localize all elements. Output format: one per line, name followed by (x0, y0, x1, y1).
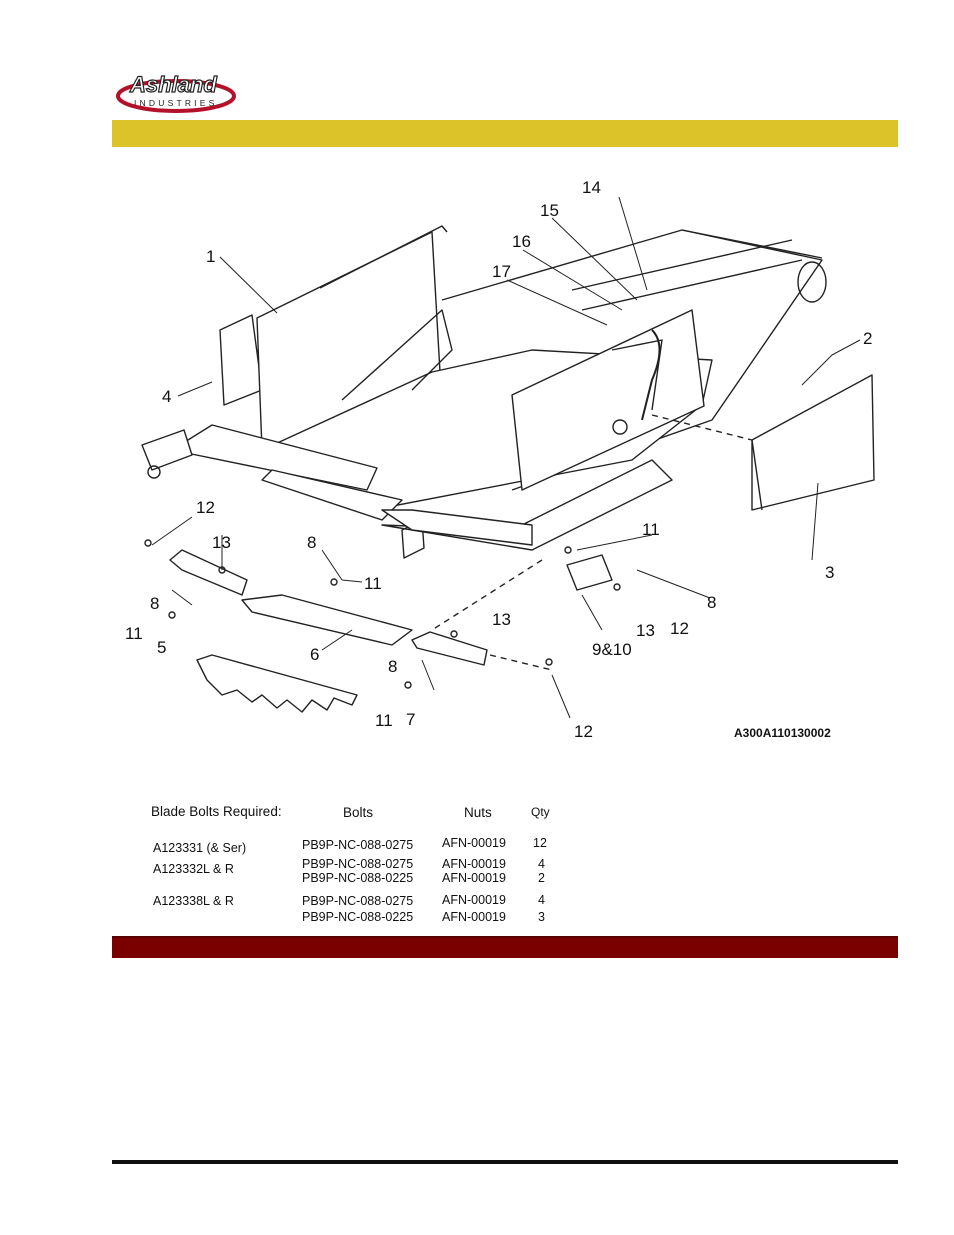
qty-header: Qty (531, 805, 550, 819)
callout-15: 15 (540, 201, 559, 220)
callout-17: 17 (492, 262, 511, 281)
svg-text:Ashland: Ashland (129, 72, 217, 97)
callout-9-10: 9&10 (592, 640, 632, 659)
row-1-model: A123331 (& Ser) (153, 841, 247, 855)
parts-drawing (141, 196, 875, 719)
section-divider-bar (112, 936, 898, 958)
callout-labels: 1 2 3 4 5 6 7 8 8 8 8 9&10 11 11 11 11 1… (125, 178, 872, 741)
nuts-header: Nuts (464, 805, 492, 820)
row-2-model: A123332L & R (153, 862, 234, 876)
callout-8-mid: 8 (307, 533, 316, 552)
row-1-bolt-1: PB9P-NC-088-0275 (302, 838, 414, 852)
callout-11-right: 11 (642, 520, 660, 539)
callout-11-lower: 11 (375, 711, 393, 730)
callout-12-right: 12 (670, 619, 689, 638)
svg-text:INDUSTRIES: INDUSTRIES (134, 98, 217, 108)
row-2-qty-2: 2 (538, 871, 545, 885)
row-1-qty-1: 12 (533, 836, 547, 850)
callout-5: 5 (157, 638, 166, 657)
callout-13-right: 13 (636, 621, 655, 640)
drawing-id: A300A110130002 (734, 726, 831, 740)
callout-12-lower: 12 (574, 722, 593, 741)
blade-bolts-table: Blade Bolts Required: Bolts Nuts Qty A12… (112, 800, 898, 930)
header-bar (112, 120, 898, 147)
callout-12-left: 12 (196, 498, 215, 517)
row-3-qty-2: 3 (538, 910, 545, 924)
row-2-bolt-1: PB9P-NC-088-0275 (302, 857, 414, 871)
callout-8-right: 8 (707, 593, 716, 612)
callout-14: 14 (582, 178, 601, 197)
callout-6: 6 (310, 645, 319, 664)
footer-rule (112, 1160, 898, 1164)
callout-8-left: 8 (150, 594, 159, 613)
exploded-parts-diagram: 1 2 3 4 5 6 7 8 8 8 8 9&10 11 11 11 11 1… (112, 150, 898, 780)
bolts-header: Bolts (343, 805, 374, 820)
row-1-nut-1: AFN-00019 (442, 836, 506, 850)
ashland-logo: Ashland INDUSTRIES (116, 68, 248, 116)
callout-13-left: 13 (212, 533, 231, 552)
callout-7: 7 (406, 710, 415, 729)
callout-2: 2 (863, 329, 872, 348)
callout-11-left: 11 (125, 624, 143, 643)
callout-3: 3 (825, 563, 834, 582)
row-3-nut-1: AFN-00019 (442, 893, 506, 907)
row-2-qty-1: 4 (538, 857, 545, 871)
row-3-qty-1: 4 (538, 893, 545, 907)
row-2-nut-2: AFN-00019 (442, 871, 506, 885)
row-2-bolt-2: PB9P-NC-088-0225 (302, 871, 414, 885)
ashland-logo-mark: Ashland INDUSTRIES (116, 71, 236, 113)
table-label: Blade Bolts Required: (151, 804, 282, 819)
callout-13-mid: 13 (492, 610, 511, 629)
row-2-nut-1: AFN-00019 (442, 857, 506, 871)
callout-1: 1 (206, 247, 215, 266)
row-3-model: A123338L & R (153, 894, 234, 908)
row-3-bolt-2: PB9P-NC-088-0225 (302, 910, 414, 924)
callout-4: 4 (162, 387, 171, 406)
callout-8-lower: 8 (388, 657, 397, 676)
row-3-bolt-1: PB9P-NC-088-0275 (302, 894, 414, 908)
callout-16: 16 (512, 232, 531, 251)
callout-11-mid: 11 (364, 574, 382, 593)
row-3-nut-2: AFN-00019 (442, 910, 506, 924)
